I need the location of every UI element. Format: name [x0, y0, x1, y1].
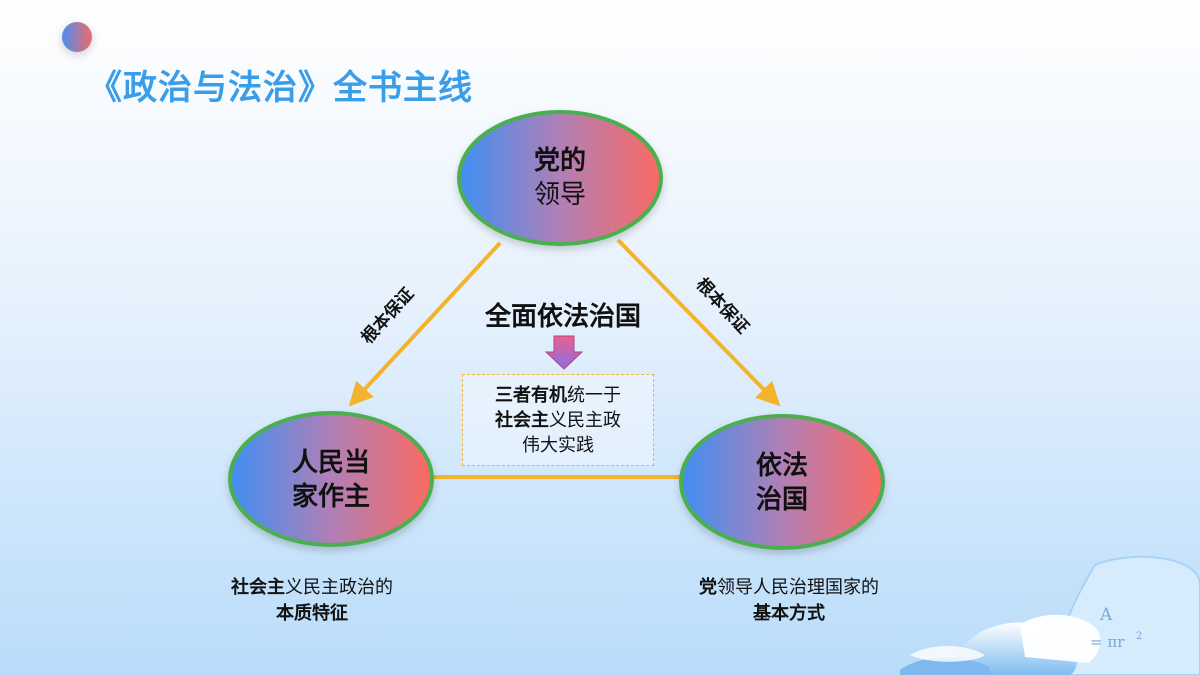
page-title: 《政治与法治》全书主线	[88, 68, 473, 108]
rule-of-law-node	[679, 414, 885, 550]
arrow-to-law	[616, 238, 781, 407]
party-leadership-node	[457, 110, 663, 246]
decorative-dot	[62, 22, 92, 52]
center-box-line3: 伟大实践	[522, 434, 594, 456]
center-title: 全面依法治国	[484, 302, 641, 332]
people-master-node	[228, 411, 434, 547]
caption-right: 党领导人民治理国家的 基本方式	[699, 577, 879, 624]
down-arrow-icon	[544, 335, 584, 370]
deco-formula: = πr	[1090, 633, 1125, 651]
center-box-line2: 社会主义民主政	[495, 409, 621, 431]
caption-left: 社会主义民主政治的 本质特征	[231, 577, 393, 624]
deco-exponent: 2	[1136, 631, 1142, 642]
center-box: 三者有机统一于 社会主义民主政 伟大实践	[462, 374, 654, 466]
center-box-line1: 三者有机统一于	[495, 384, 621, 406]
party-node-label: 党的 领导	[533, 146, 586, 210]
people-node-label: 人民当 家作主	[291, 448, 370, 512]
arrow-to-people	[348, 241, 502, 407]
law-node-label: 依法 治国	[755, 451, 808, 515]
deco-symbol-a: A	[1099, 605, 1113, 625]
math-decoration: A = πr 2	[900, 555, 1200, 675]
